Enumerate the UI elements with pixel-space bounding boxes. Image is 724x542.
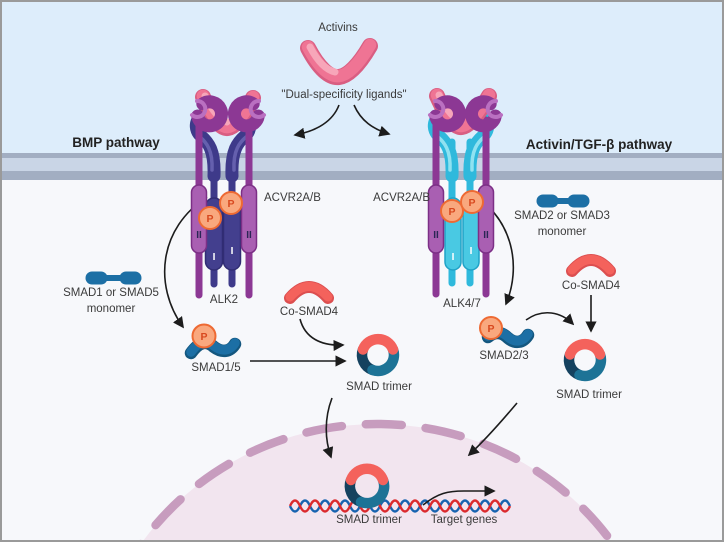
type1-numeral: I <box>213 252 216 263</box>
bmp-receptor-complex: P P II II I I <box>189 89 266 299</box>
arrow-ligand-to-bmp <box>293 104 340 139</box>
type2-receptor-hook <box>228 95 265 133</box>
arrow-smad23-to-trimer <box>525 312 575 326</box>
phosphate-badge <box>460 190 484 214</box>
alk47-label: ALK4/7 <box>443 298 481 310</box>
type1-numeral: I <box>452 252 455 263</box>
smad-trimer-nucleus-glyph <box>344 463 390 509</box>
dual-specificity-label: "Dual-specificity ligands" <box>281 89 406 101</box>
phosphate-badge <box>191 323 217 349</box>
arrow-ligand-to-activin <box>353 104 391 137</box>
cosmad4-left-glyph <box>284 281 334 304</box>
smad15-label: SMAD1/5 <box>191 362 240 374</box>
alk2-label: ALK2 <box>210 294 238 306</box>
phosphate-badge <box>198 206 222 230</box>
type2-receptor-body <box>240 184 258 254</box>
smad15-monomer-label-line2: monomer <box>87 303 136 315</box>
smad-trimer-nucleus-label: SMAD trimer <box>336 514 402 526</box>
dna-helix <box>288 499 512 513</box>
extracellular-region <box>2 2 722 153</box>
arrow-cosmad4-left-to-trimer <box>299 318 345 352</box>
cosmad4-left-label: Co-SMAD4 <box>280 306 339 318</box>
acvr2-label-left: ACVR2A/B <box>264 192 321 204</box>
phosphate-label: P <box>227 198 234 210</box>
type2-receptor-hook <box>429 95 466 133</box>
type2-receptor-hook <box>191 95 228 133</box>
type2-numeral: II <box>246 230 252 241</box>
type1-numeral: I <box>470 246 473 257</box>
cosmad4-right-glyph <box>566 254 616 277</box>
type2-numeral: II <box>483 230 489 241</box>
type2-receptor-hook <box>465 95 502 133</box>
target-genes-label: Target genes <box>431 514 498 526</box>
phosphate-badge <box>219 191 243 215</box>
cosmad4-right-label: Co-SMAD4 <box>562 280 621 292</box>
smad23-complex: P <box>479 316 535 349</box>
bmp-pathway-title: BMP pathway <box>72 135 160 150</box>
cell-membrane <box>2 153 722 180</box>
phosphate-label: P <box>448 206 455 218</box>
type2-numeral: II <box>433 230 439 241</box>
type2-receptor-body <box>427 184 445 254</box>
smad23-label: SMAD2/3 <box>479 350 528 362</box>
smad23-monomer-label-line1: SMAD2 or SMAD3 <box>514 210 610 222</box>
smad-trimer-right-glyph <box>563 338 607 382</box>
phosphate-label: P <box>206 213 213 225</box>
smad-trimer-left-glyph <box>356 333 400 377</box>
activin-receptor-complex: P P II II I I <box>427 88 503 298</box>
acvr2-label-right: ACVR2A/B <box>373 192 430 204</box>
smad15-monomer-label-line1: SMAD1 or SMAD5 <box>63 287 159 299</box>
phosphate-label: P <box>487 323 494 335</box>
type2-numeral: II <box>196 230 202 241</box>
arrow-trimer-left-to-nucleus <box>322 397 334 459</box>
arrow-trimer-right-to-nucleus <box>467 402 518 457</box>
smad-trimer-left-label: SMAD trimer <box>346 381 412 393</box>
phosphate-label: P <box>468 197 475 209</box>
phosphate-badge <box>440 199 464 223</box>
smad23-monomer-label-line2: monomer <box>538 226 587 238</box>
nuclear-envelope <box>138 419 616 540</box>
phosphate-label: P <box>200 331 207 343</box>
activins-ligand <box>300 38 378 85</box>
arrow-transcription <box>422 485 496 506</box>
activin-pathway-title: Activin/TGF-β pathway <box>526 137 673 152</box>
type1-numeral: I <box>231 246 234 257</box>
smad-trimer-right-label: SMAD trimer <box>556 389 622 401</box>
smad15-complex: P <box>184 323 242 360</box>
activins-label: Activins <box>318 22 358 34</box>
phosphate-badge <box>479 316 503 340</box>
